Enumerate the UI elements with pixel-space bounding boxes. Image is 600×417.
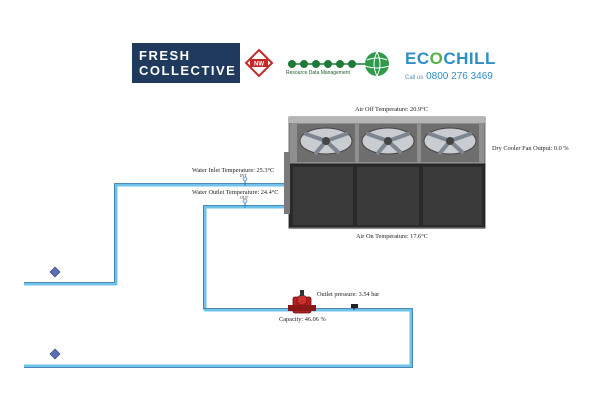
fan-3-icon xyxy=(421,124,479,162)
ecochill-phone-number: 0800 276 3469 xyxy=(426,71,493,82)
valve-upper-icon[interactable] xyxy=(49,266,61,278)
outlet-pipe xyxy=(24,205,413,368)
air-on-temperature: Air On Temperature: 17.6°C xyxy=(356,233,428,240)
ecochill-o-text: O xyxy=(429,49,444,68)
dry-cooler-unit[interactable] xyxy=(284,116,486,229)
inlet-sensor-icon xyxy=(242,176,248,186)
fresh-logo-line2: COLLECTIVE xyxy=(139,63,237,78)
ecochill-logo: ECOCHILL xyxy=(405,49,496,69)
svg-text:NW: NW xyxy=(254,62,264,68)
inlet-pipe xyxy=(24,183,292,286)
ecochill-chill-text: CHILL xyxy=(443,49,496,68)
ecochill-eco-text: EC xyxy=(405,49,430,68)
fresh-collective-logo: FRESH COLLECTIVE xyxy=(132,43,240,83)
nw-logo: NW xyxy=(244,48,274,78)
pump-capacity: Capacity: 46.06 % xyxy=(279,316,326,323)
pressure-sensor-icon xyxy=(351,304,358,310)
outlet-pressure: Outlet pressure: 3.54 bar xyxy=(317,291,380,298)
fan-1-icon xyxy=(297,124,355,162)
rdm-logo xyxy=(288,51,390,77)
fresh-logo-line1: FRESH xyxy=(139,48,191,63)
fan-2-icon xyxy=(359,124,417,162)
outlet-sensor-tag: OUT xyxy=(240,195,249,200)
water-inlet-temperature: Water Inlet Temperature: 25.3°C xyxy=(192,167,275,174)
valve-lower-icon[interactable] xyxy=(49,348,61,360)
rdm-logo-text: Resource Data Management xyxy=(286,70,350,76)
outlet-sensor-icon xyxy=(242,198,248,208)
fan-output: Dry Cooler Fan Output: 0.0 % xyxy=(492,145,569,152)
ecochill-phone[interactable]: Call us 0800 276 3469 xyxy=(405,71,493,82)
air-off-temperature: Air Off Temperature: 20.9°C xyxy=(355,106,428,113)
inlet-sensor-tag: INT xyxy=(240,173,247,178)
ecochill-call-prefix: Call us xyxy=(405,75,424,81)
water-outlet-temperature: Water Outlet Temperature: 24.4°C xyxy=(192,189,279,196)
pump-icon[interactable] xyxy=(288,290,316,314)
